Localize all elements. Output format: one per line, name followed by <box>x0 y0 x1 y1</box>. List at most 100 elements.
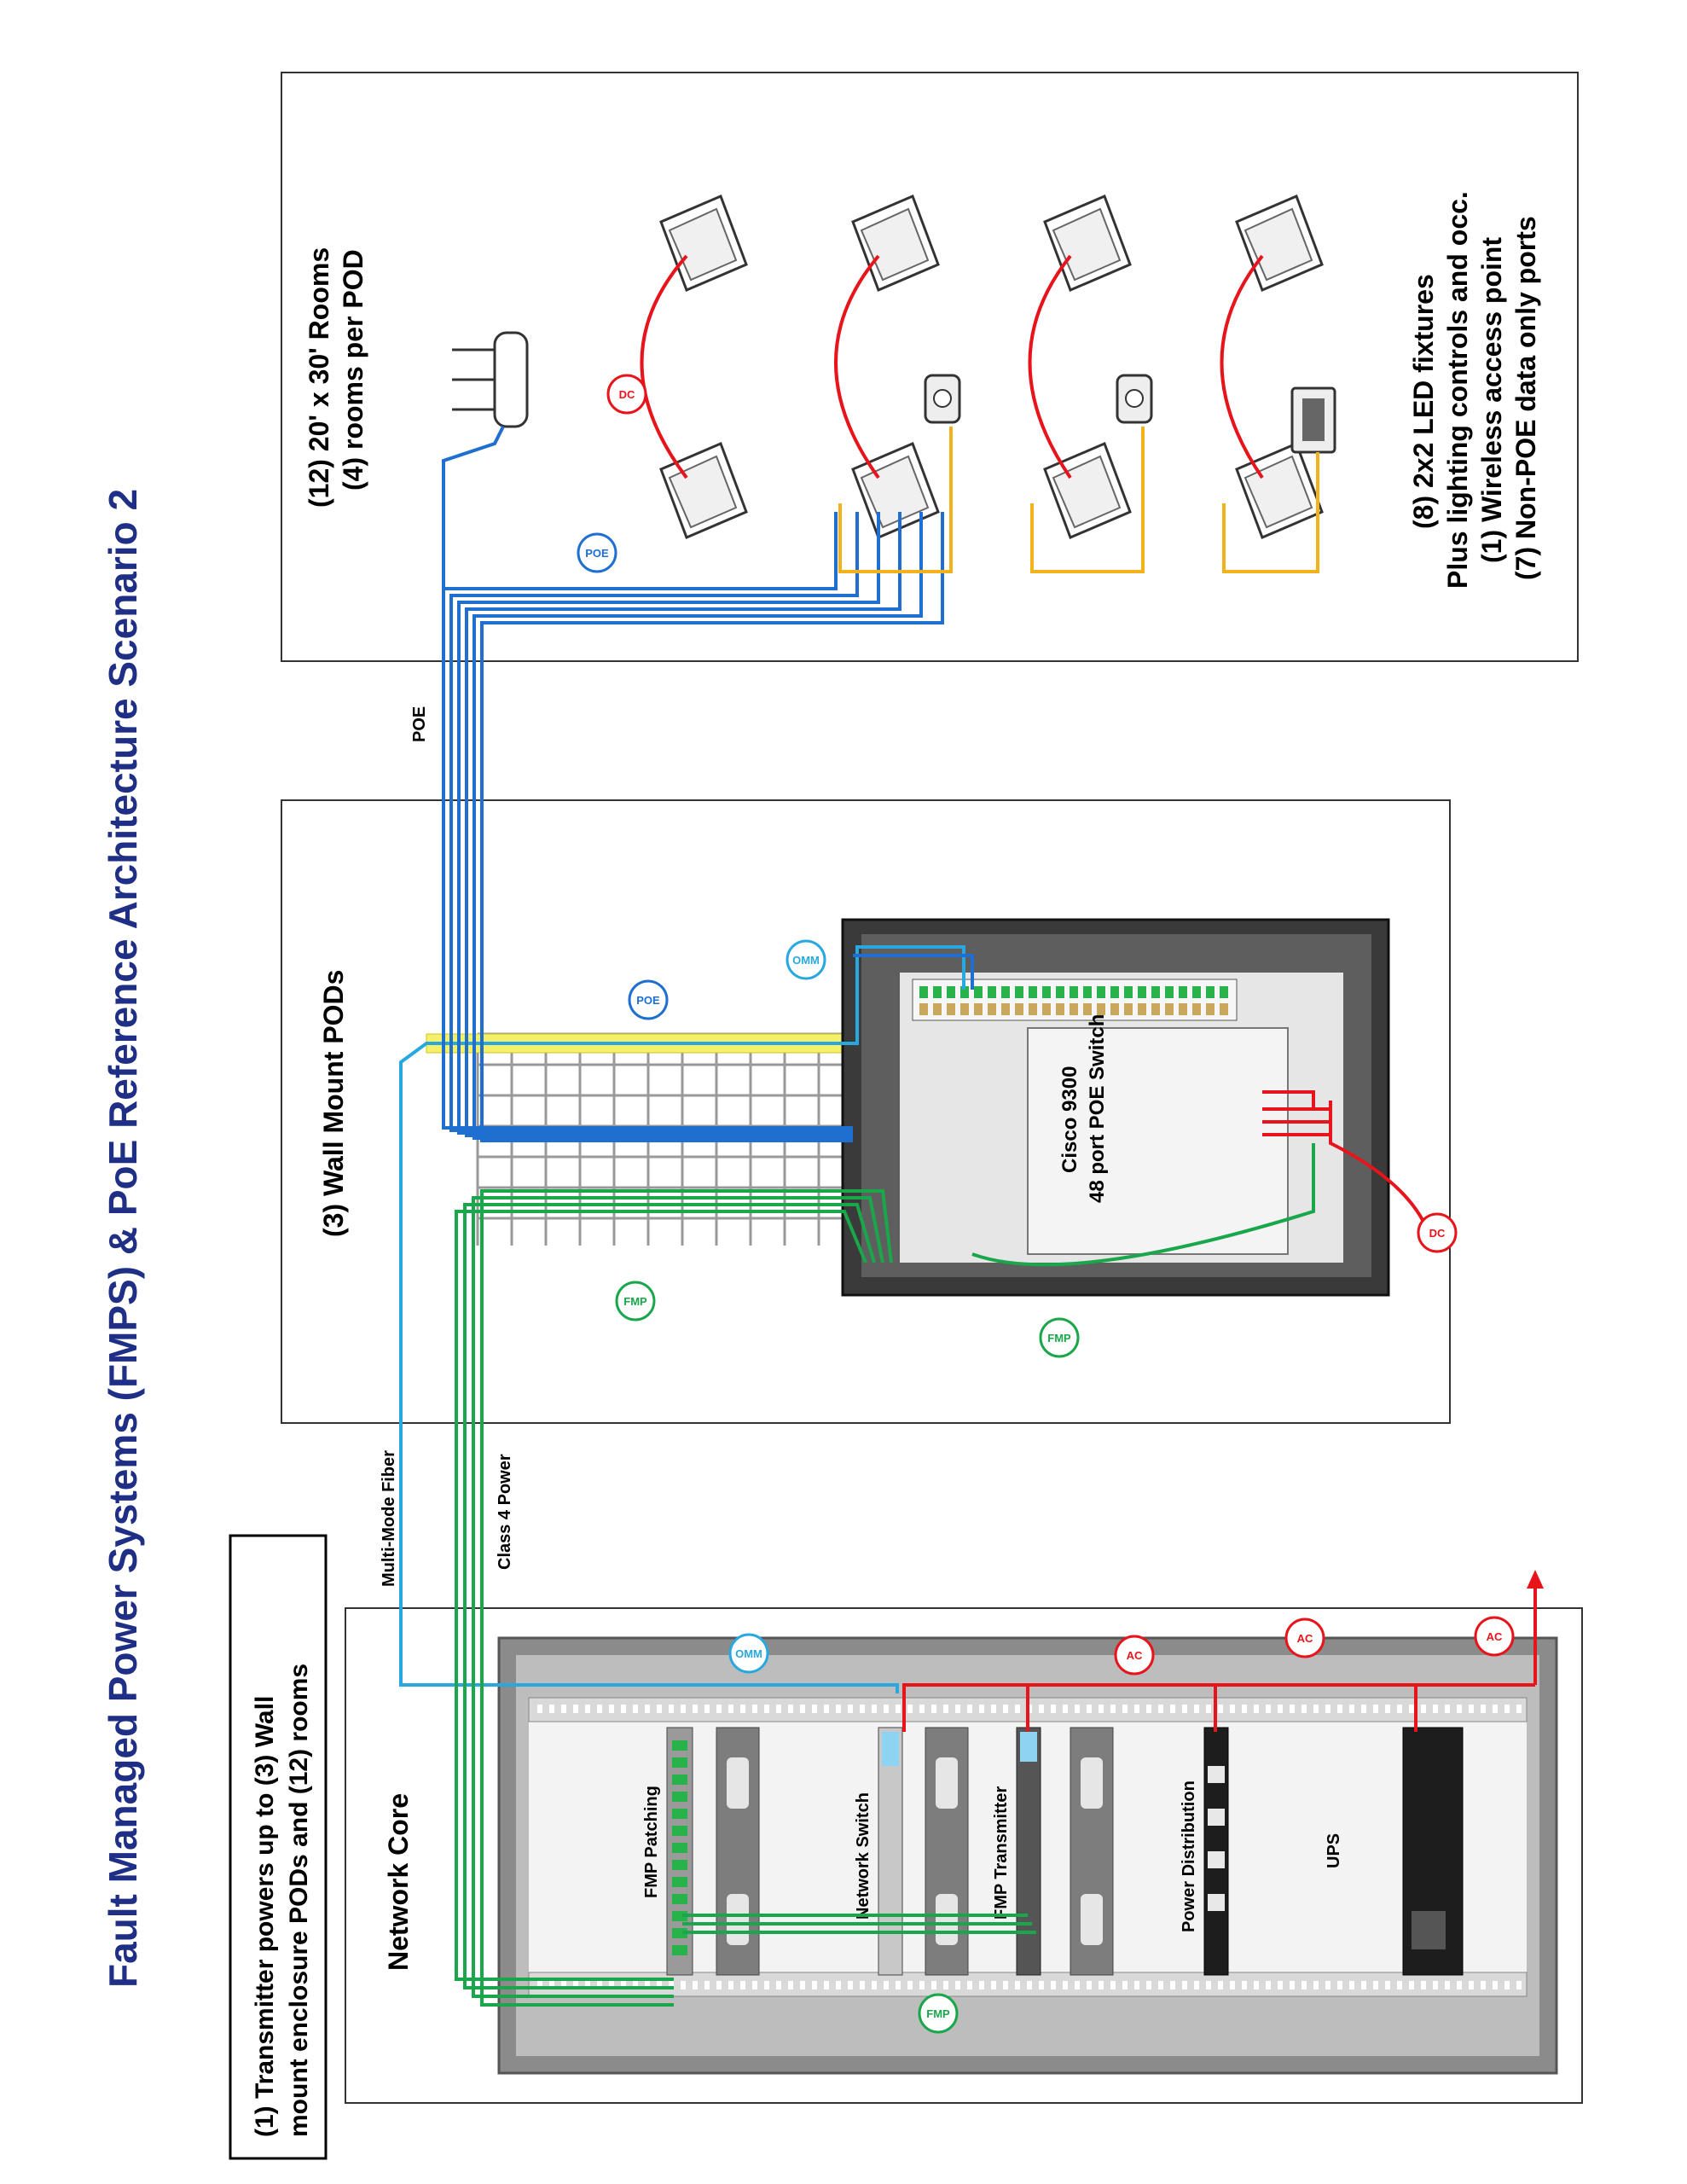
rail-hole <box>1134 1981 1139 1989</box>
svg-text:DC: DC <box>619 388 635 401</box>
pod-port <box>1110 1003 1119 1015</box>
fmp-transmitter-unit <box>1016 1727 1041 1976</box>
rail-hole <box>1301 1981 1307 1989</box>
pod-dc-cables <box>1262 1090 1424 1221</box>
pod-power-cable <box>971 1143 1315 1267</box>
rail-hole <box>1445 1705 1450 1713</box>
rail-hole <box>1504 1705 1510 1713</box>
rail-hole <box>669 1981 674 1989</box>
pod-port <box>1138 1003 1146 1015</box>
rail-hole <box>1039 1981 1044 1989</box>
rail-hole <box>561 1705 566 1713</box>
rail-hole <box>1242 1981 1247 1989</box>
rail-hole <box>1290 1981 1295 1989</box>
led-fixture-icon <box>659 442 748 539</box>
ac-badge-icon: AC <box>1114 1635 1155 1676</box>
rail-hole <box>537 1981 542 1989</box>
occupancy-sensor-icon <box>1116 374 1153 424</box>
patch-port <box>672 1774 687 1785</box>
rail-hole <box>609 1981 614 1989</box>
rail-hole <box>1254 1705 1259 1713</box>
pod-patch-ports <box>919 986 1228 1015</box>
rail-hole <box>1039 1705 1044 1713</box>
pod-port <box>960 986 969 998</box>
network-switch-label: Network Switch <box>854 1792 872 1920</box>
fmp-badge-icon: FMP <box>1039 1317 1080 1358</box>
rail-hole <box>681 1981 686 1989</box>
rack-rail-holes <box>537 1705 1522 1989</box>
poe-badge-icon: POE <box>628 979 669 1020</box>
pod-port <box>1042 986 1051 998</box>
rail-hole <box>1051 1705 1056 1713</box>
rail-hole <box>1373 1981 1378 1989</box>
rail-hole <box>1218 1705 1223 1713</box>
rail-hole <box>931 1981 936 1989</box>
rail-hole <box>860 1981 865 1989</box>
pod-port <box>988 986 996 998</box>
poe-cable <box>853 954 974 990</box>
rail-hole <box>1206 1981 1211 1989</box>
network-core-label: Network Core <box>383 1793 414 1971</box>
rail-hole <box>979 1981 984 1989</box>
pod-port <box>1206 1003 1215 1015</box>
rail-hole <box>967 1981 972 1989</box>
rail-hole <box>1218 1981 1223 1989</box>
rail-hole <box>1099 1981 1104 1989</box>
patch-port <box>672 1843 687 1853</box>
cisco-switch <box>1027 1027 1289 1255</box>
rail-hole <box>645 1981 650 1989</box>
rail-hole <box>1325 1981 1330 1989</box>
patch-port <box>672 1826 687 1836</box>
rail-hole <box>1158 1981 1163 1989</box>
fmp-patching-label: FMP Patching <box>642 1786 661 1898</box>
patch-port <box>672 1945 687 1955</box>
dc-badge-icon: DC <box>1417 1212 1458 1253</box>
pod-port <box>1070 1003 1078 1015</box>
rail-hole <box>621 1705 626 1713</box>
rail-hole <box>872 1981 877 1989</box>
omm-badge-icon: OMM <box>728 1633 769 1674</box>
rail-hole <box>1361 1705 1366 1713</box>
poe-cable <box>465 512 901 1137</box>
ac-arrow-icon <box>1527 1570 1544 1589</box>
rail-hole <box>1110 1981 1116 1989</box>
rail-hole <box>752 1981 757 1989</box>
rail-hole <box>884 1981 889 1989</box>
rail-hole <box>1409 1705 1414 1713</box>
control-cables <box>838 427 1319 573</box>
pod-port <box>1070 986 1078 998</box>
rail-hole <box>1313 1705 1319 1713</box>
rail-hole <box>1182 1705 1187 1713</box>
rail-hole <box>597 1705 602 1713</box>
omm-badge-icon: OMM <box>786 939 826 980</box>
rail-hole <box>1122 1705 1128 1713</box>
rail-hole <box>1325 1705 1330 1713</box>
rail-hole <box>1481 1705 1486 1713</box>
power-distribution-label: Power Distribution <box>1180 1780 1198 1932</box>
svg-text:AC: AC <box>1297 1632 1313 1645</box>
poe-ap-cable <box>442 426 505 589</box>
rail-hole <box>1075 1981 1080 1989</box>
patch-port <box>672 1894 687 1904</box>
pod-port <box>919 1003 928 1015</box>
fmp-badge-icon: FMP <box>918 1993 959 2034</box>
rail-hole <box>1099 1705 1104 1713</box>
rail-hole <box>1122 1981 1128 1989</box>
rail-hole <box>1516 1705 1522 1713</box>
rail-hole <box>1182 1981 1187 1989</box>
rooms-detail-line-4: (7) Non-POE data only ports <box>1510 216 1541 580</box>
pod-port <box>1042 1003 1051 1015</box>
rail-hole <box>693 1981 698 1989</box>
pod-port <box>1138 986 1146 998</box>
rail-hole <box>860 1705 865 1713</box>
pod-port <box>1083 986 1092 998</box>
rail-hole <box>1254 1981 1259 1989</box>
rail-hole <box>1493 1981 1498 1989</box>
pod-port <box>1192 1003 1201 1015</box>
rail-hole <box>836 1705 841 1713</box>
fmp-transmitter-label: FMP Transmitter <box>992 1786 1011 1920</box>
rail-hole <box>1481 1981 1486 1989</box>
patch-port <box>672 1809 687 1819</box>
rail-hole <box>943 1705 948 1713</box>
